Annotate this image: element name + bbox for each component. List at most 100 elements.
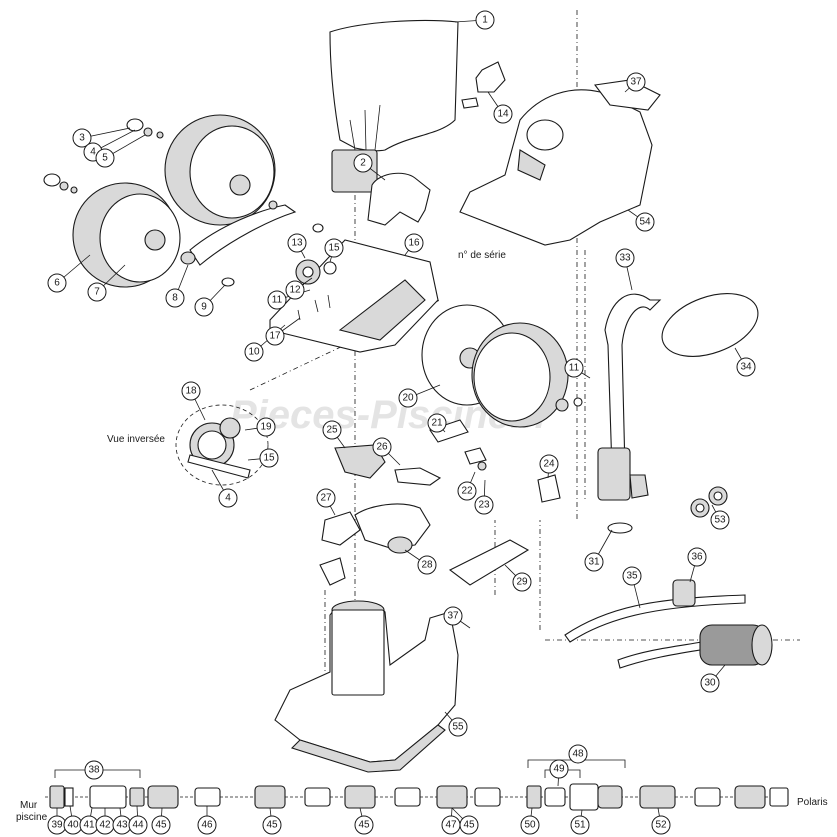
callout-circle	[398, 388, 418, 408]
callout-circle	[568, 744, 588, 764]
callout-number: 45	[463, 820, 475, 831]
callout-25: 25	[322, 420, 346, 449]
callout-number: 41	[83, 820, 95, 831]
callout-43: 43	[112, 807, 132, 835]
callout-number: 45	[266, 820, 278, 831]
callout-number: 37	[630, 77, 642, 88]
callout-27: 27	[316, 488, 336, 516]
callout-37-1: 37	[624, 72, 646, 93]
callout-circle	[427, 413, 447, 433]
sweep-hose-tube	[597, 293, 662, 534]
callout-circle	[256, 417, 276, 437]
callout-number: 52	[655, 820, 667, 831]
callout-number: 19	[260, 422, 272, 433]
callout-circle	[475, 10, 495, 30]
callout-circle	[687, 547, 707, 567]
callout-circle	[259, 448, 279, 468]
left-wheels	[43, 114, 276, 288]
callout-markers: 1234456789101111121314151516171819202122…	[47, 10, 756, 835]
callout-circle	[262, 815, 282, 835]
callout-number: 24	[543, 459, 555, 470]
callout-number: 36	[691, 552, 703, 563]
callout-number: 20	[402, 393, 414, 404]
callout-number: 9	[201, 302, 207, 313]
callout-circle	[353, 153, 373, 173]
callout-11-2: 11	[564, 358, 591, 379]
inverted-view-detail	[175, 404, 269, 486]
callout-circle	[615, 248, 635, 268]
callout-16: 16	[404, 233, 424, 256]
callout-circle	[404, 233, 424, 253]
top-cover	[459, 79, 661, 246]
callout-number: 18	[185, 386, 197, 397]
callout-circle	[443, 606, 463, 626]
callout-circle	[197, 815, 217, 835]
callout-number: 54	[639, 217, 651, 228]
callout-number: 39	[51, 820, 63, 831]
callout-number: 27	[320, 493, 332, 504]
callout-number: 55	[452, 722, 464, 733]
callout-number: 38	[88, 765, 100, 776]
callout-circle	[417, 555, 437, 575]
callout-number: 14	[497, 109, 509, 120]
callout-number: 11	[272, 295, 283, 306]
callout-circle	[285, 280, 305, 300]
part-53-pieces	[690, 486, 728, 518]
callout-number: 15	[328, 243, 340, 254]
callout-circle	[457, 481, 477, 501]
callout-circle	[651, 815, 671, 835]
callout-circle	[267, 290, 287, 310]
lower-body	[274, 600, 459, 773]
callout-number: 11	[569, 363, 580, 374]
pool-wall-label-line1: Mur	[20, 800, 38, 811]
callout-circle	[72, 128, 92, 148]
callout-41: 41	[79, 807, 99, 835]
callout-number: 35	[626, 571, 638, 582]
callout-circle	[47, 273, 67, 293]
callout-circle	[512, 572, 532, 592]
callout-circle	[570, 815, 590, 835]
polaris-end-label: Polaris	[797, 797, 828, 808]
callout-number: 45	[155, 820, 167, 831]
callout-number: 29	[516, 577, 528, 588]
callout-number: 26	[376, 442, 388, 453]
callout-1: 1	[454, 10, 495, 30]
callout-circle	[87, 282, 107, 302]
callout-circle	[736, 357, 756, 377]
callout-circle	[549, 759, 569, 779]
callout-number: 42	[99, 820, 111, 831]
callout-15-1: 15	[324, 238, 344, 263]
callout-number: 3	[79, 133, 85, 144]
callout-number: 4	[90, 147, 96, 158]
callout-circle	[474, 495, 494, 515]
callout-34: 34	[734, 347, 756, 377]
callout-circle	[441, 815, 461, 835]
callout-35: 35	[622, 566, 642, 609]
callout-2: 2	[353, 153, 386, 181]
drive-belt	[180, 200, 324, 287]
callout-54: 54	[627, 209, 655, 232]
callout-number: 53	[714, 515, 726, 526]
callout-48: 48	[568, 744, 588, 764]
callout-circle	[84, 760, 104, 780]
callout-circle	[354, 815, 374, 835]
bag-collar	[367, 172, 431, 226]
callout-number: 45	[358, 820, 370, 831]
callout-19: 19	[244, 417, 276, 437]
callout-number: 17	[269, 331, 281, 342]
callout-number: 23	[478, 500, 490, 511]
callout-number: 47	[445, 820, 457, 831]
callout-circle	[539, 454, 559, 474]
callout-number: 16	[408, 238, 420, 249]
callout-number: 49	[553, 764, 565, 775]
callout-circle	[700, 673, 720, 693]
callout-number: 33	[619, 253, 631, 264]
callout-number: 10	[248, 347, 260, 358]
callout-45-1: 45	[151, 807, 171, 835]
callout-number: 30	[704, 678, 716, 689]
callout-28: 28	[404, 549, 437, 575]
callout-26: 26	[372, 437, 401, 466]
callout-46: 46	[197, 806, 217, 835]
callout-number: 13	[291, 238, 303, 249]
